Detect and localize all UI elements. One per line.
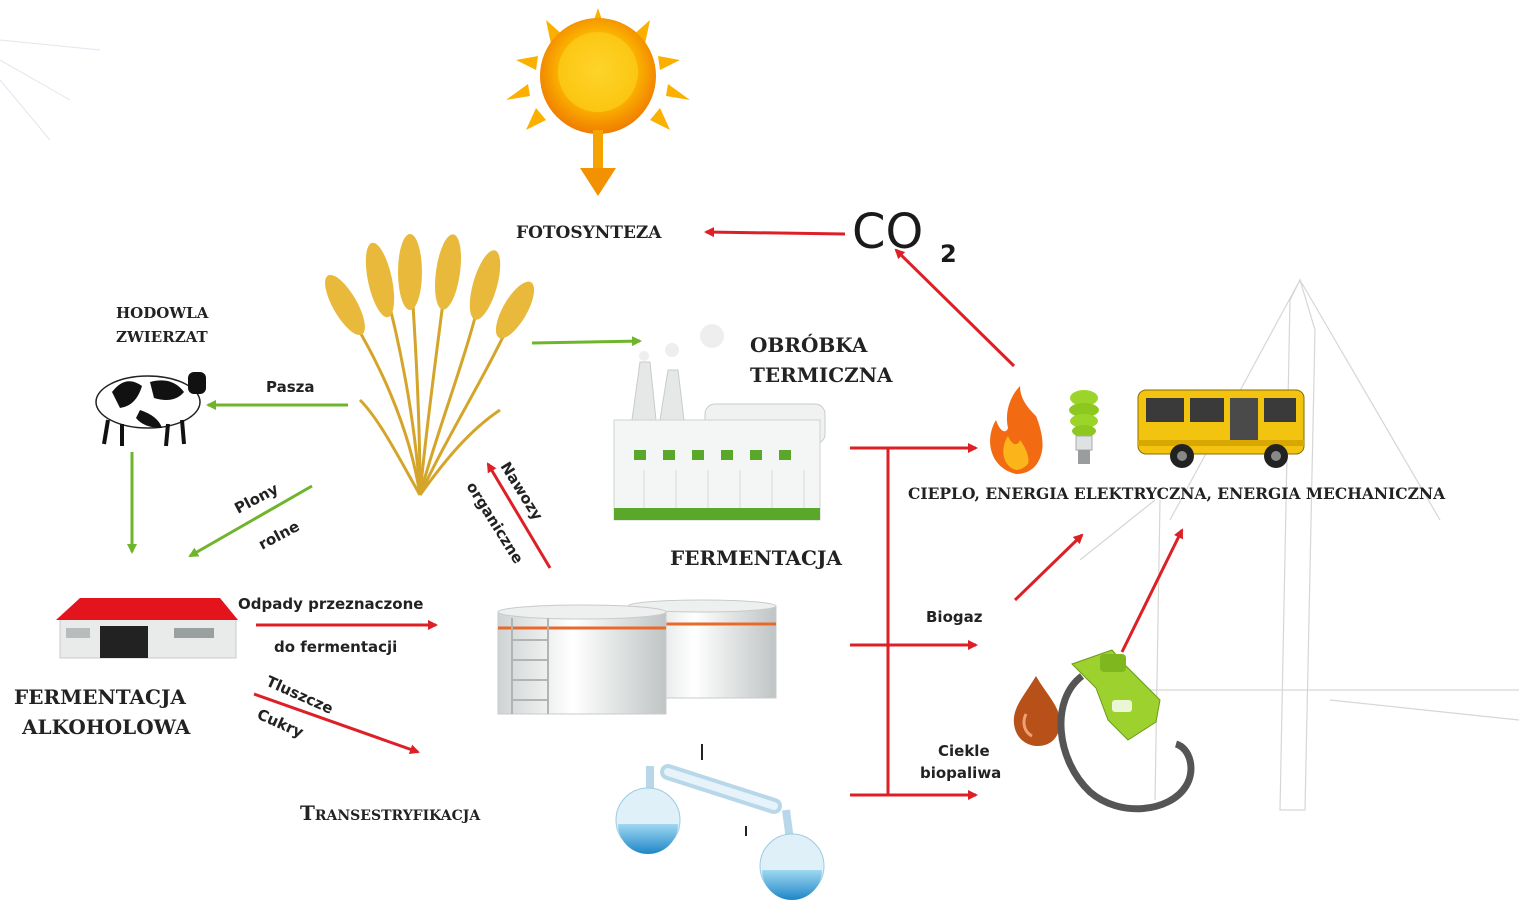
background-rays	[0, 39, 101, 141]
sun-icon	[506, 8, 690, 196]
odpady-label-2: do fermentacji	[274, 638, 397, 656]
factory-icon	[613, 324, 826, 521]
plony-label-1: Plony	[231, 480, 281, 518]
pasza-label: Pasza	[266, 378, 315, 396]
ferm-alk-label-1: FERMENTACJA	[14, 685, 186, 709]
odpady-label-1: Odpady przeznaczone	[238, 595, 423, 613]
bus-icon	[1137, 389, 1305, 468]
co2-subscript: 2	[940, 240, 957, 268]
obrobka-label-1: OBRÓBKA	[750, 332, 868, 357]
flame-icon	[990, 386, 1043, 474]
biogaz-label: Biogaz	[926, 608, 983, 626]
cow-icon	[95, 372, 206, 447]
obrobka-label-2: TERMICZNA	[750, 363, 893, 387]
fuel-nozzle-icon	[1057, 649, 1195, 813]
oil-drop-icon	[1013, 676, 1060, 746]
hodowla-label-1: HODOWLA	[116, 304, 209, 322]
ferm-alk-label-2: ALKOHOLOWA	[21, 715, 191, 739]
bulb-icon	[1069, 390, 1099, 464]
barn-icon	[56, 598, 238, 659]
cieplo-label: CIEPLO, ENERGIA ELEKTRYCZNA, ENERGIA MEC…	[908, 484, 1446, 503]
ciekle-label-2: biopaliwa	[920, 764, 1001, 782]
distribution-bracket	[875, 446, 900, 797]
wind-turbine-icon	[1079, 278, 1519, 811]
transestryfikacja-label: Transestryfikacja	[300, 801, 481, 825]
red-arrows	[253, 227, 1184, 800]
fotosynteza-label: FOTOSYNTEZA	[516, 223, 662, 243]
green-arrows	[127, 336, 642, 558]
wheat-heads	[325, 234, 535, 339]
fermentacja-label: FERMENTACJA	[670, 546, 842, 570]
co2-label: CO	[852, 204, 923, 260]
hodowla-label-2: ZWIERZAT	[116, 328, 208, 346]
ciekle-label-1: Ciekle	[938, 742, 990, 760]
flasks-icon	[615, 744, 825, 900]
tanks-icon	[497, 599, 777, 715]
plony-label-2: rolne	[255, 517, 302, 553]
